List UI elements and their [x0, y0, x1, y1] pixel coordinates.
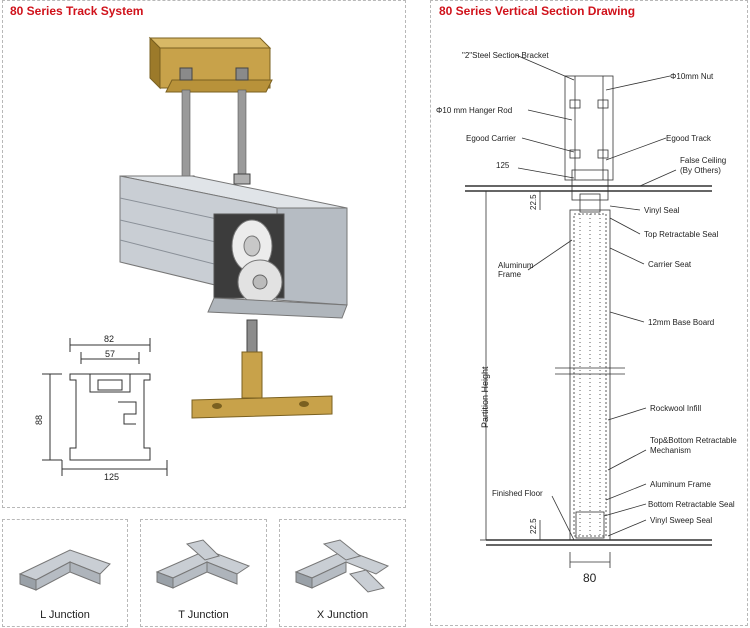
- aluminum-track: [119, 175, 348, 319]
- label-bracket: "2"Steel Section Bracket: [462, 51, 549, 60]
- label-carrier-seat: Carrier Seat: [648, 260, 692, 269]
- label-top-seal: Top Retractable Seal: [644, 230, 718, 239]
- label-mechanism-1: Top&Bottom Retractable: [650, 436, 737, 445]
- dim-88: 88: [34, 415, 44, 425]
- label-track: Egood Track: [666, 134, 712, 143]
- label-nut: Φ10mm Nut: [670, 72, 714, 81]
- label-hanger-rod: Φ10 mm Hanger Rod: [436, 106, 512, 115]
- label-width-80: 80: [583, 571, 597, 585]
- label-22-5-top: 22.5: [529, 194, 538, 210]
- t-junction-panel: [140, 519, 267, 627]
- t-junction-label: T Junction: [178, 609, 229, 621]
- carrier-pin-plate: [191, 319, 333, 419]
- label-false-ceiling: False Ceiling: [680, 156, 726, 165]
- hanger-rods: [177, 89, 251, 187]
- label-finished-floor: Finished Floor: [492, 489, 543, 498]
- track-assembly-illustration: 82 57 88 125: [34, 36, 348, 482]
- x-junction-icon: [294, 539, 390, 593]
- l-junction-label: L Junction: [40, 609, 90, 621]
- label-bottom-seal: Bottom Retractable Seal: [648, 500, 735, 509]
- label-sweep-seal: Vinyl Sweep Seal: [650, 516, 712, 525]
- track-profile-drawing: [42, 338, 168, 476]
- label-22-5-bottom: 22.5: [529, 518, 538, 534]
- dim-82: 82: [104, 334, 114, 344]
- label-vinyl-seal: Vinyl Seal: [644, 206, 680, 215]
- x-junction-label: X Junction: [316, 609, 369, 621]
- x-junction-panel: [279, 519, 406, 627]
- label-125: 125: [496, 161, 510, 170]
- label-base-board: 12mm Base Board: [648, 318, 714, 327]
- l-junction-icon: [18, 549, 111, 591]
- label-frame: Frame: [498, 270, 522, 279]
- label-mechanism-2: Mechanism: [650, 446, 691, 455]
- track-system-panel: [2, 0, 406, 508]
- dim-57: 57: [105, 349, 115, 359]
- steel-bracket: [148, 36, 273, 93]
- section-drawing-panel: [430, 0, 748, 626]
- l-junction-panel: [2, 519, 128, 627]
- vertical-section-drawing: "2"Steel Section Bracket Φ10mm Nut Φ10 m…: [436, 51, 737, 585]
- label-rockwool: Rockwool Infill: [650, 404, 701, 413]
- dim-125: 125: [104, 472, 119, 482]
- label-aluminum: Aluminum: [498, 261, 534, 270]
- t-junction-icon: [155, 539, 251, 589]
- label-by-others: (By Others): [680, 166, 721, 175]
- track-system-title: 80 Series Track System: [10, 4, 144, 18]
- label-partition-height: Partition Height: [480, 366, 490, 428]
- label-aluminum-frame: Aluminum Frame: [650, 480, 711, 489]
- label-carrier: Egood Carrier: [466, 134, 516, 143]
- section-drawing-title: 80 Series Vertical Section Drawing: [439, 4, 636, 18]
